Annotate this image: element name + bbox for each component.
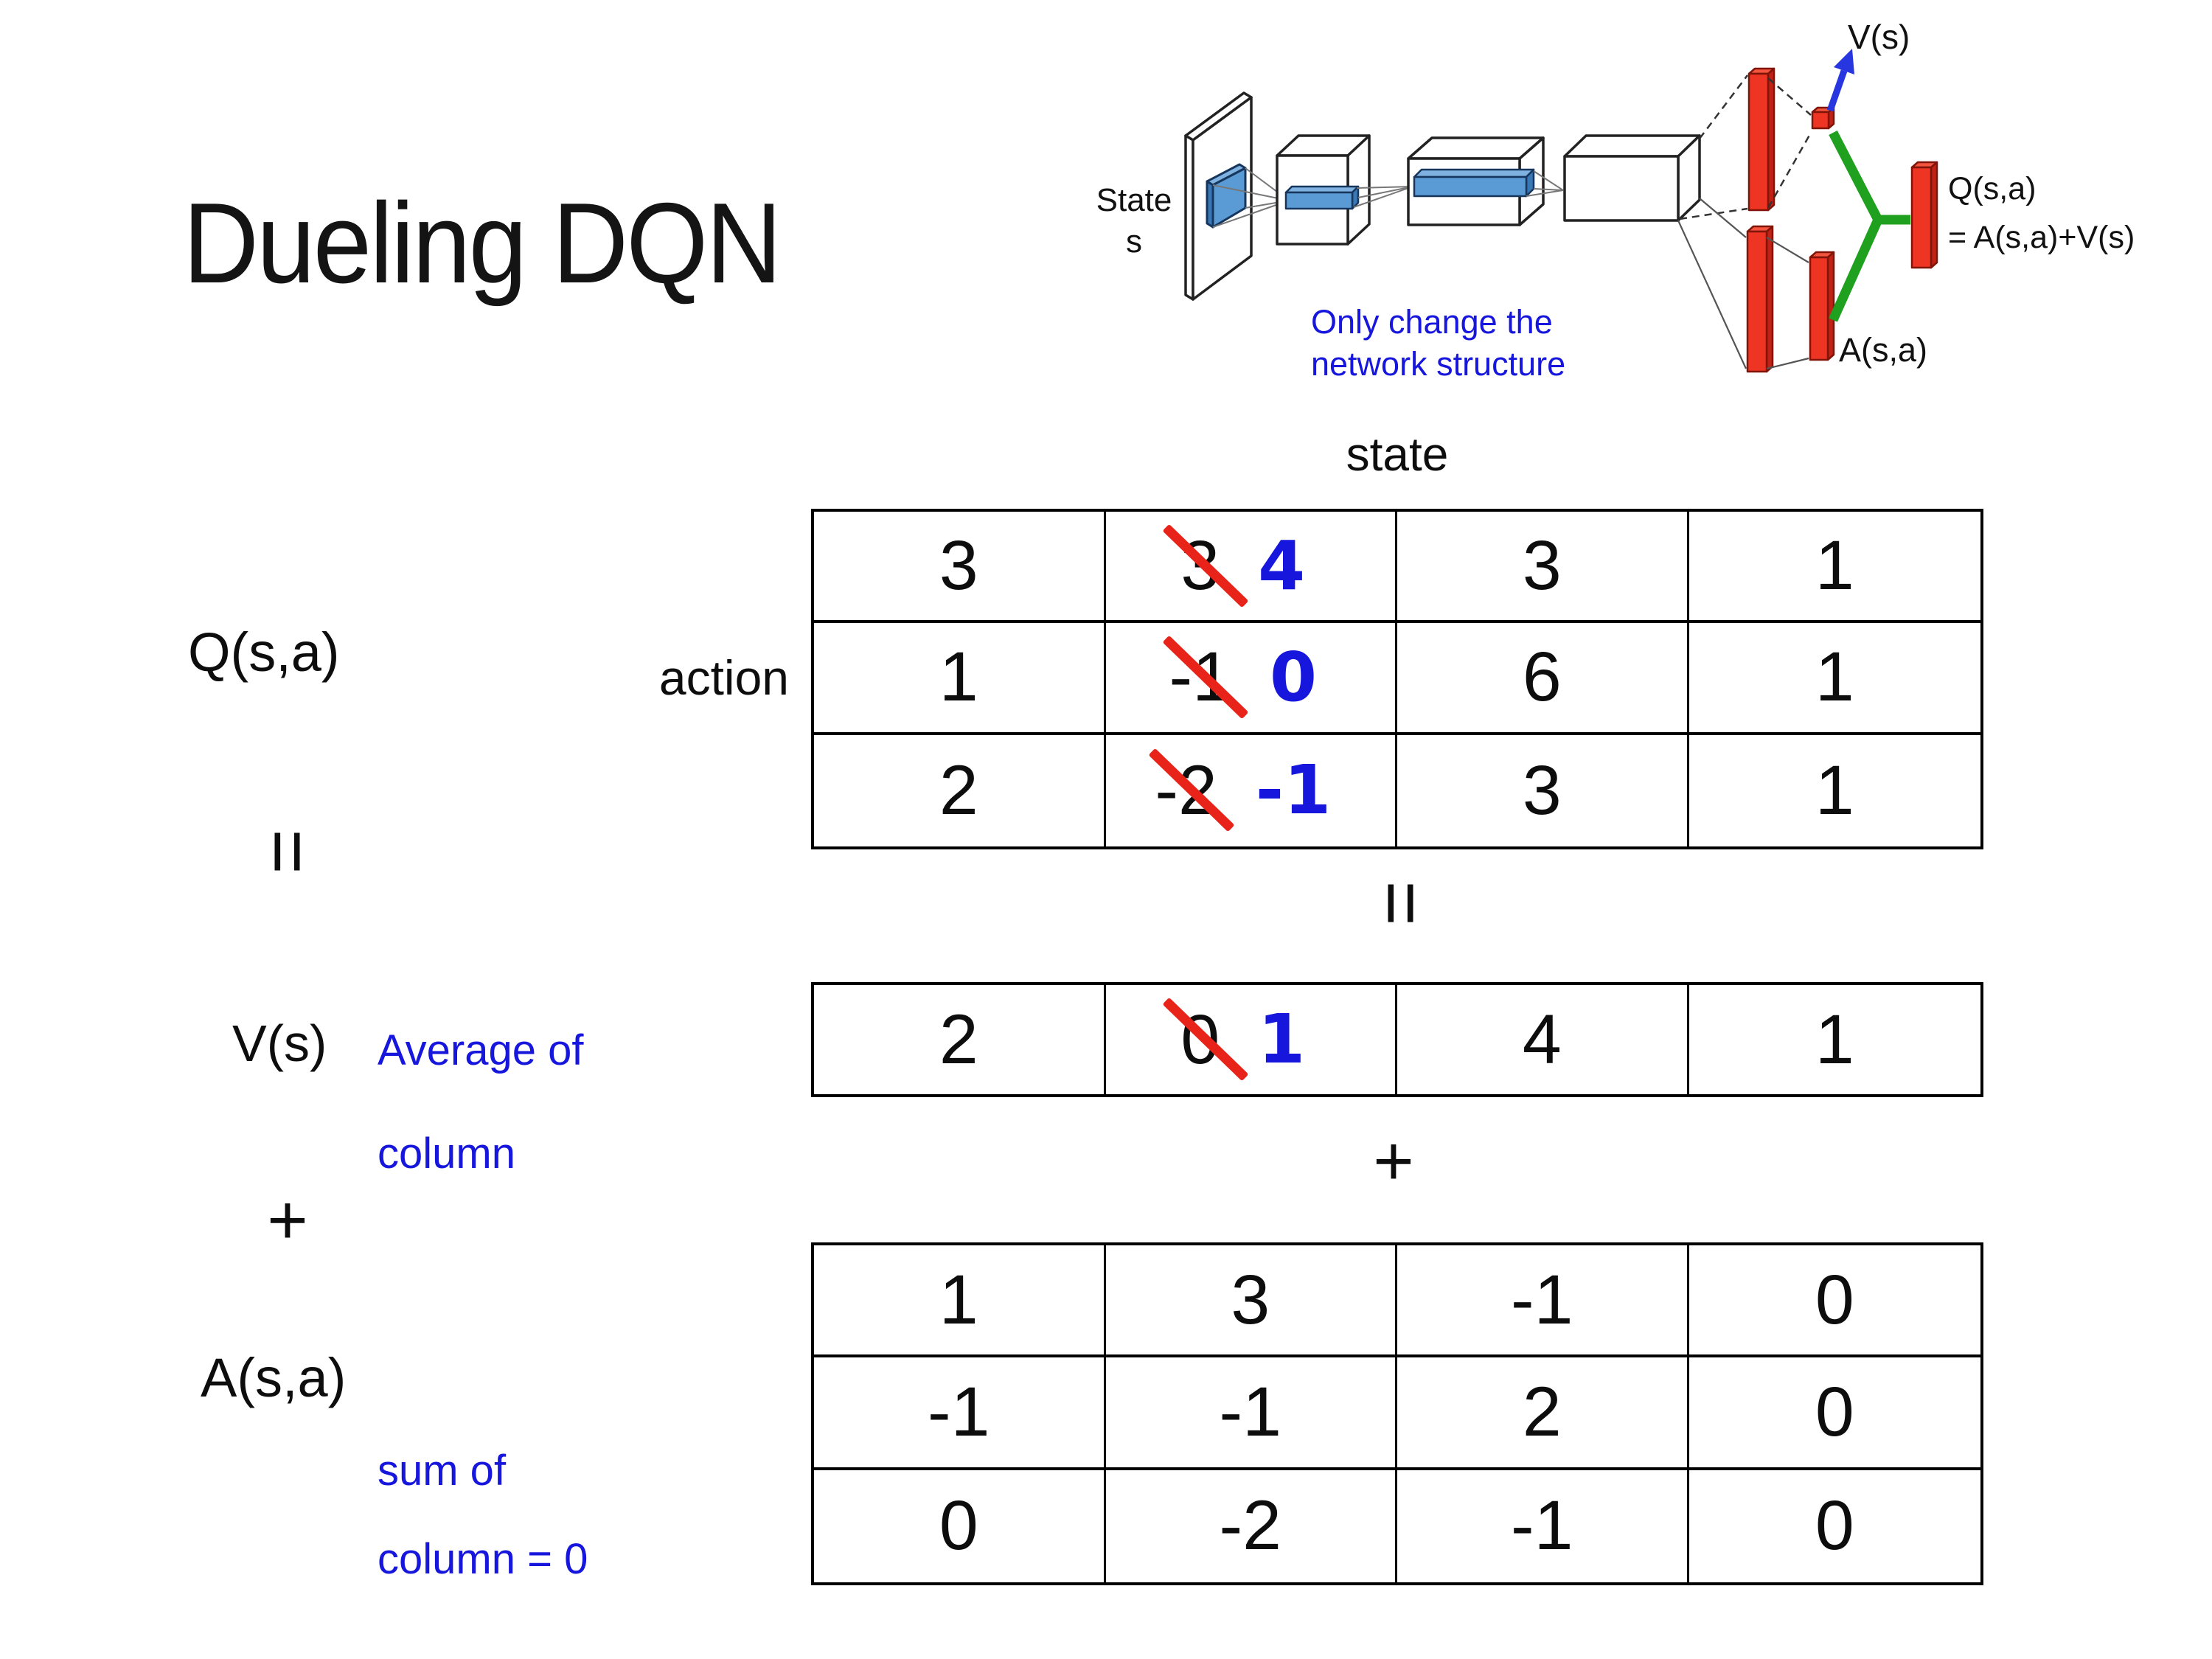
v-arrow-icon [1826, 49, 1854, 112]
feature-bar-icon [1413, 168, 1535, 198]
table-cell: -2 -1 [1106, 734, 1397, 846]
struck-old-value: 3 [1180, 526, 1220, 605]
table-cell: 6 [1397, 623, 1689, 735]
a-output-bar-icon [1809, 251, 1835, 361]
diagram-v-label: V(s) [1848, 18, 1910, 56]
dueling-network-diagram: V(s) State s Only change the network str… [1096, 18, 2135, 383]
table-cell: -1 [1397, 1245, 1689, 1358]
plus-sign-left: + [267, 1181, 308, 1259]
table-cell: -1 0 [1105, 623, 1397, 735]
diagram-note-line1: Only change the [1311, 303, 1553, 341]
conv-filter-icon [1206, 163, 1247, 229]
state-column-header: state [1346, 428, 1449, 481]
feature-box-icon [1563, 134, 1701, 222]
diagram-state-s-label: s [1126, 223, 1142, 260]
table-cell: 1 [814, 623, 1106, 735]
struck-old-value: -1 [1169, 638, 1231, 717]
stream-link-dashed [1679, 74, 1748, 220]
stream-link-dashed [1767, 77, 1812, 209]
q-output-bar-icon [1910, 161, 1938, 269]
table-cell: -1 [1105, 1357, 1397, 1470]
sum-note-line2: column = 0 [378, 1535, 588, 1583]
action-row-label: action [658, 650, 789, 705]
table-cell: 3 [814, 512, 1106, 624]
average-note-line2: column [378, 1130, 515, 1178]
table-cell: 0 [1688, 1357, 1980, 1470]
a-stream-bar-icon [1746, 225, 1774, 373]
merge-y-connector [1829, 131, 1910, 322]
struck-old-value: -2 [1155, 751, 1217, 830]
diagram-a-label: A(s,a) [1839, 331, 1927, 369]
average-note-line1: Average of [378, 1026, 584, 1074]
table-cell: 2 [814, 985, 1106, 1094]
conv-link-lines [1353, 186, 1413, 208]
slide-title: Dueling DQN [183, 179, 782, 307]
v-matrix-label: V(s) [232, 1015, 327, 1072]
table-cell: -2 [1106, 1470, 1397, 1582]
feature-bar-icon [1284, 185, 1360, 210]
diagram-q-label-line1: Q(s,a) [1948, 171, 2036, 206]
stream-link-solid [1677, 198, 1747, 369]
corrected-value: 1 [1258, 1000, 1306, 1079]
diagram-q-label-line2: = A(s,a)+V(s) [1948, 220, 2135, 255]
corrected-value: 4 [1258, 526, 1306, 605]
table-cell: 2 [1397, 1357, 1689, 1470]
stream-link-solid [1766, 237, 1809, 370]
corrected-value: 0 [1269, 637, 1317, 717]
diagram-note-line2: network structure [1311, 345, 1565, 383]
table-cell: 1 [1815, 751, 1854, 830]
table-cell: -1 [814, 1357, 1106, 1470]
diagram-state-label: State [1096, 182, 1172, 218]
table-cell: 1 [1815, 1000, 1854, 1079]
table-cell: 3 [1397, 512, 1689, 624]
table-cell: 4 [1397, 985, 1689, 1094]
equals-sign-left: = [245, 829, 331, 874]
equals-sign-center: = [1358, 880, 1444, 926]
table-cell: 1 [814, 1245, 1106, 1358]
plus-sign-center: + [1373, 1122, 1414, 1200]
conv-link-lines [1526, 170, 1564, 197]
v-stream-bar-icon [1747, 67, 1775, 212]
table-cell: 0 [1688, 1245, 1980, 1358]
a-matrix-label: A(s,a) [201, 1347, 347, 1408]
corrected-value: -1 [1255, 751, 1332, 830]
table-cell: 0 [1815, 1486, 1854, 1565]
table-cell: 0 [814, 1470, 1106, 1582]
table-cell: 3 [1397, 734, 1689, 846]
table-cell: 2 [814, 734, 1106, 846]
table-cell: -1 [1397, 1470, 1689, 1582]
table-cell: 3 [1105, 1245, 1397, 1358]
sum-note-line1: sum of [378, 1447, 507, 1495]
q-matrix-label: Q(s,a) [188, 622, 340, 683]
table-cell: 1 [1688, 512, 1980, 624]
table-cell: 1 [1688, 623, 1980, 735]
struck-old-value: 0 [1180, 1000, 1220, 1079]
